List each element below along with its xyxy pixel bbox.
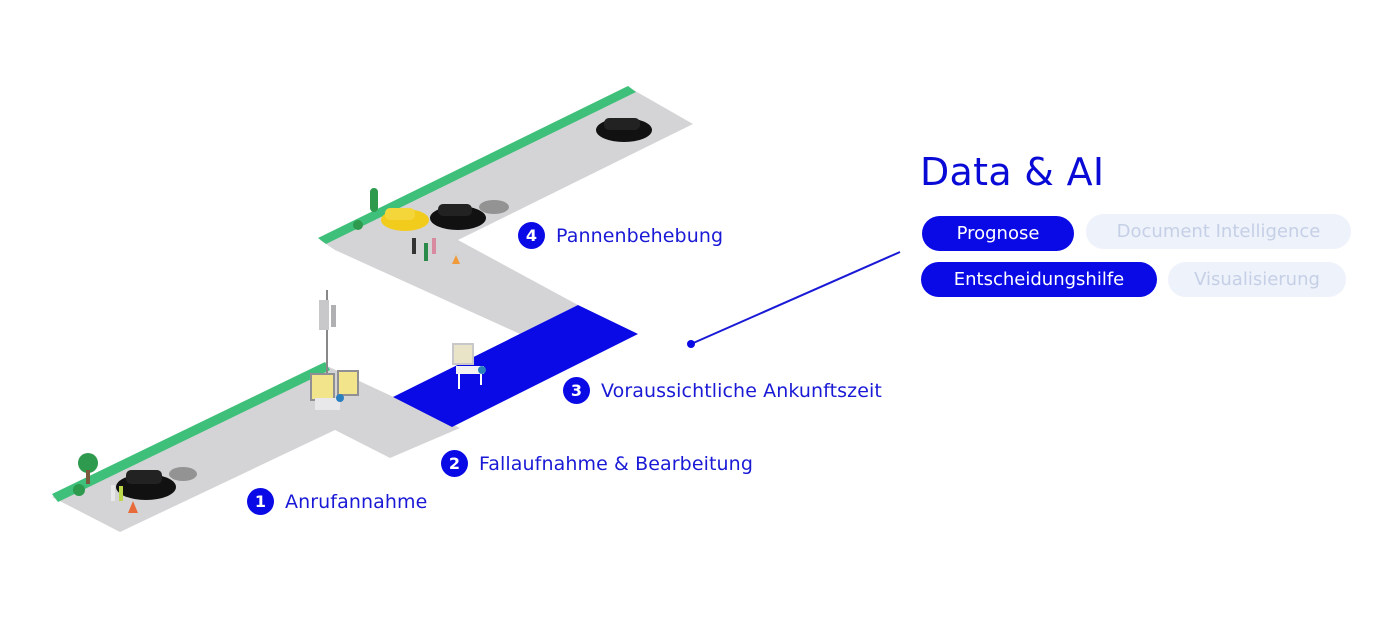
- road-upper: [320, 88, 693, 334]
- step-number-badge: 2: [441, 450, 468, 477]
- traffic-cone-lower-icon: [128, 501, 138, 513]
- step-number-badge: 1: [247, 488, 274, 515]
- tree-icon: [353, 188, 378, 230]
- step-3: 3 Voraussichtliche Ankunftszeit: [563, 377, 882, 404]
- grass-strip-lower: [52, 362, 330, 502]
- tree-lower-icon: [73, 453, 98, 496]
- tag-prognose[interactable]: Prognose: [922, 216, 1074, 251]
- broken-down-car-icon: [430, 200, 509, 230]
- step-label: Anrufannahme: [285, 490, 428, 513]
- passing-car-icon: [596, 118, 652, 142]
- broken-down-car-lower-icon: [116, 467, 197, 500]
- step-4: 4 Pannenbehebung: [518, 222, 723, 249]
- grass-strip-upper: [318, 86, 636, 244]
- step-label: Voraussichtliche Ankunftszeit: [601, 379, 882, 402]
- step-label: Pannenbehebung: [556, 224, 724, 247]
- step-1: 1 Anrufannahme: [247, 488, 427, 515]
- step-number-badge: 4: [518, 222, 545, 249]
- cell-tower-icon: [319, 290, 336, 375]
- tag-entscheidungshilfe[interactable]: Entscheidungshilfe: [921, 262, 1157, 297]
- people-icon: [412, 238, 436, 261]
- tow-truck-icon: [381, 208, 429, 231]
- connector-dot: [687, 340, 695, 348]
- dispatcher-desk-icon: [452, 343, 486, 389]
- step-label: Fallaufnahme & Bearbeitung: [479, 452, 753, 475]
- step-2: 2 Fallaufnahme & Bearbeitung: [441, 450, 753, 477]
- connector-line: [690, 251, 901, 345]
- tag-visualisierung[interactable]: Visualisierung: [1168, 262, 1346, 297]
- highlighted-segment-eta: [393, 305, 638, 427]
- tag-document-intelligence[interactable]: Document Intelligence: [1086, 214, 1351, 249]
- traffic-cone-icon: [452, 255, 460, 264]
- step-number-badge: 3: [563, 377, 590, 404]
- people-lower-icon: [111, 485, 123, 501]
- section-title: Data & AI: [920, 150, 1105, 194]
- call-center-desk-icon: [310, 370, 359, 410]
